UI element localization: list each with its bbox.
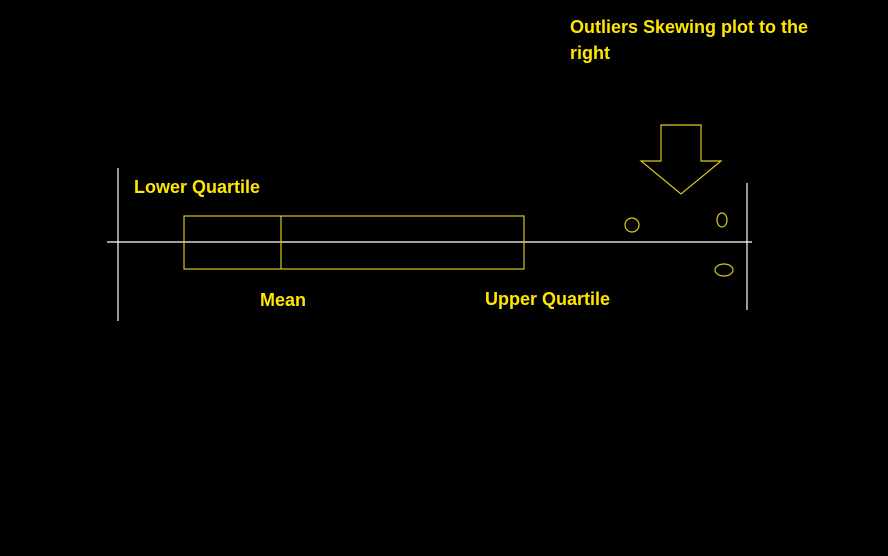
outlier-marker [716, 212, 728, 228]
upper-quartile-label: Upper Quartile [485, 289, 611, 309]
interquartile-box [183, 215, 525, 270]
outlier-marker [624, 217, 640, 233]
mean-label: Mean [260, 290, 307, 310]
outliers-note: Outliers Skewing plot to the right [570, 17, 809, 63]
lower-quartile-label: Lower Quartile [134, 177, 261, 197]
outlier-marker [714, 263, 734, 277]
down-arrow-icon [639, 124, 723, 195]
